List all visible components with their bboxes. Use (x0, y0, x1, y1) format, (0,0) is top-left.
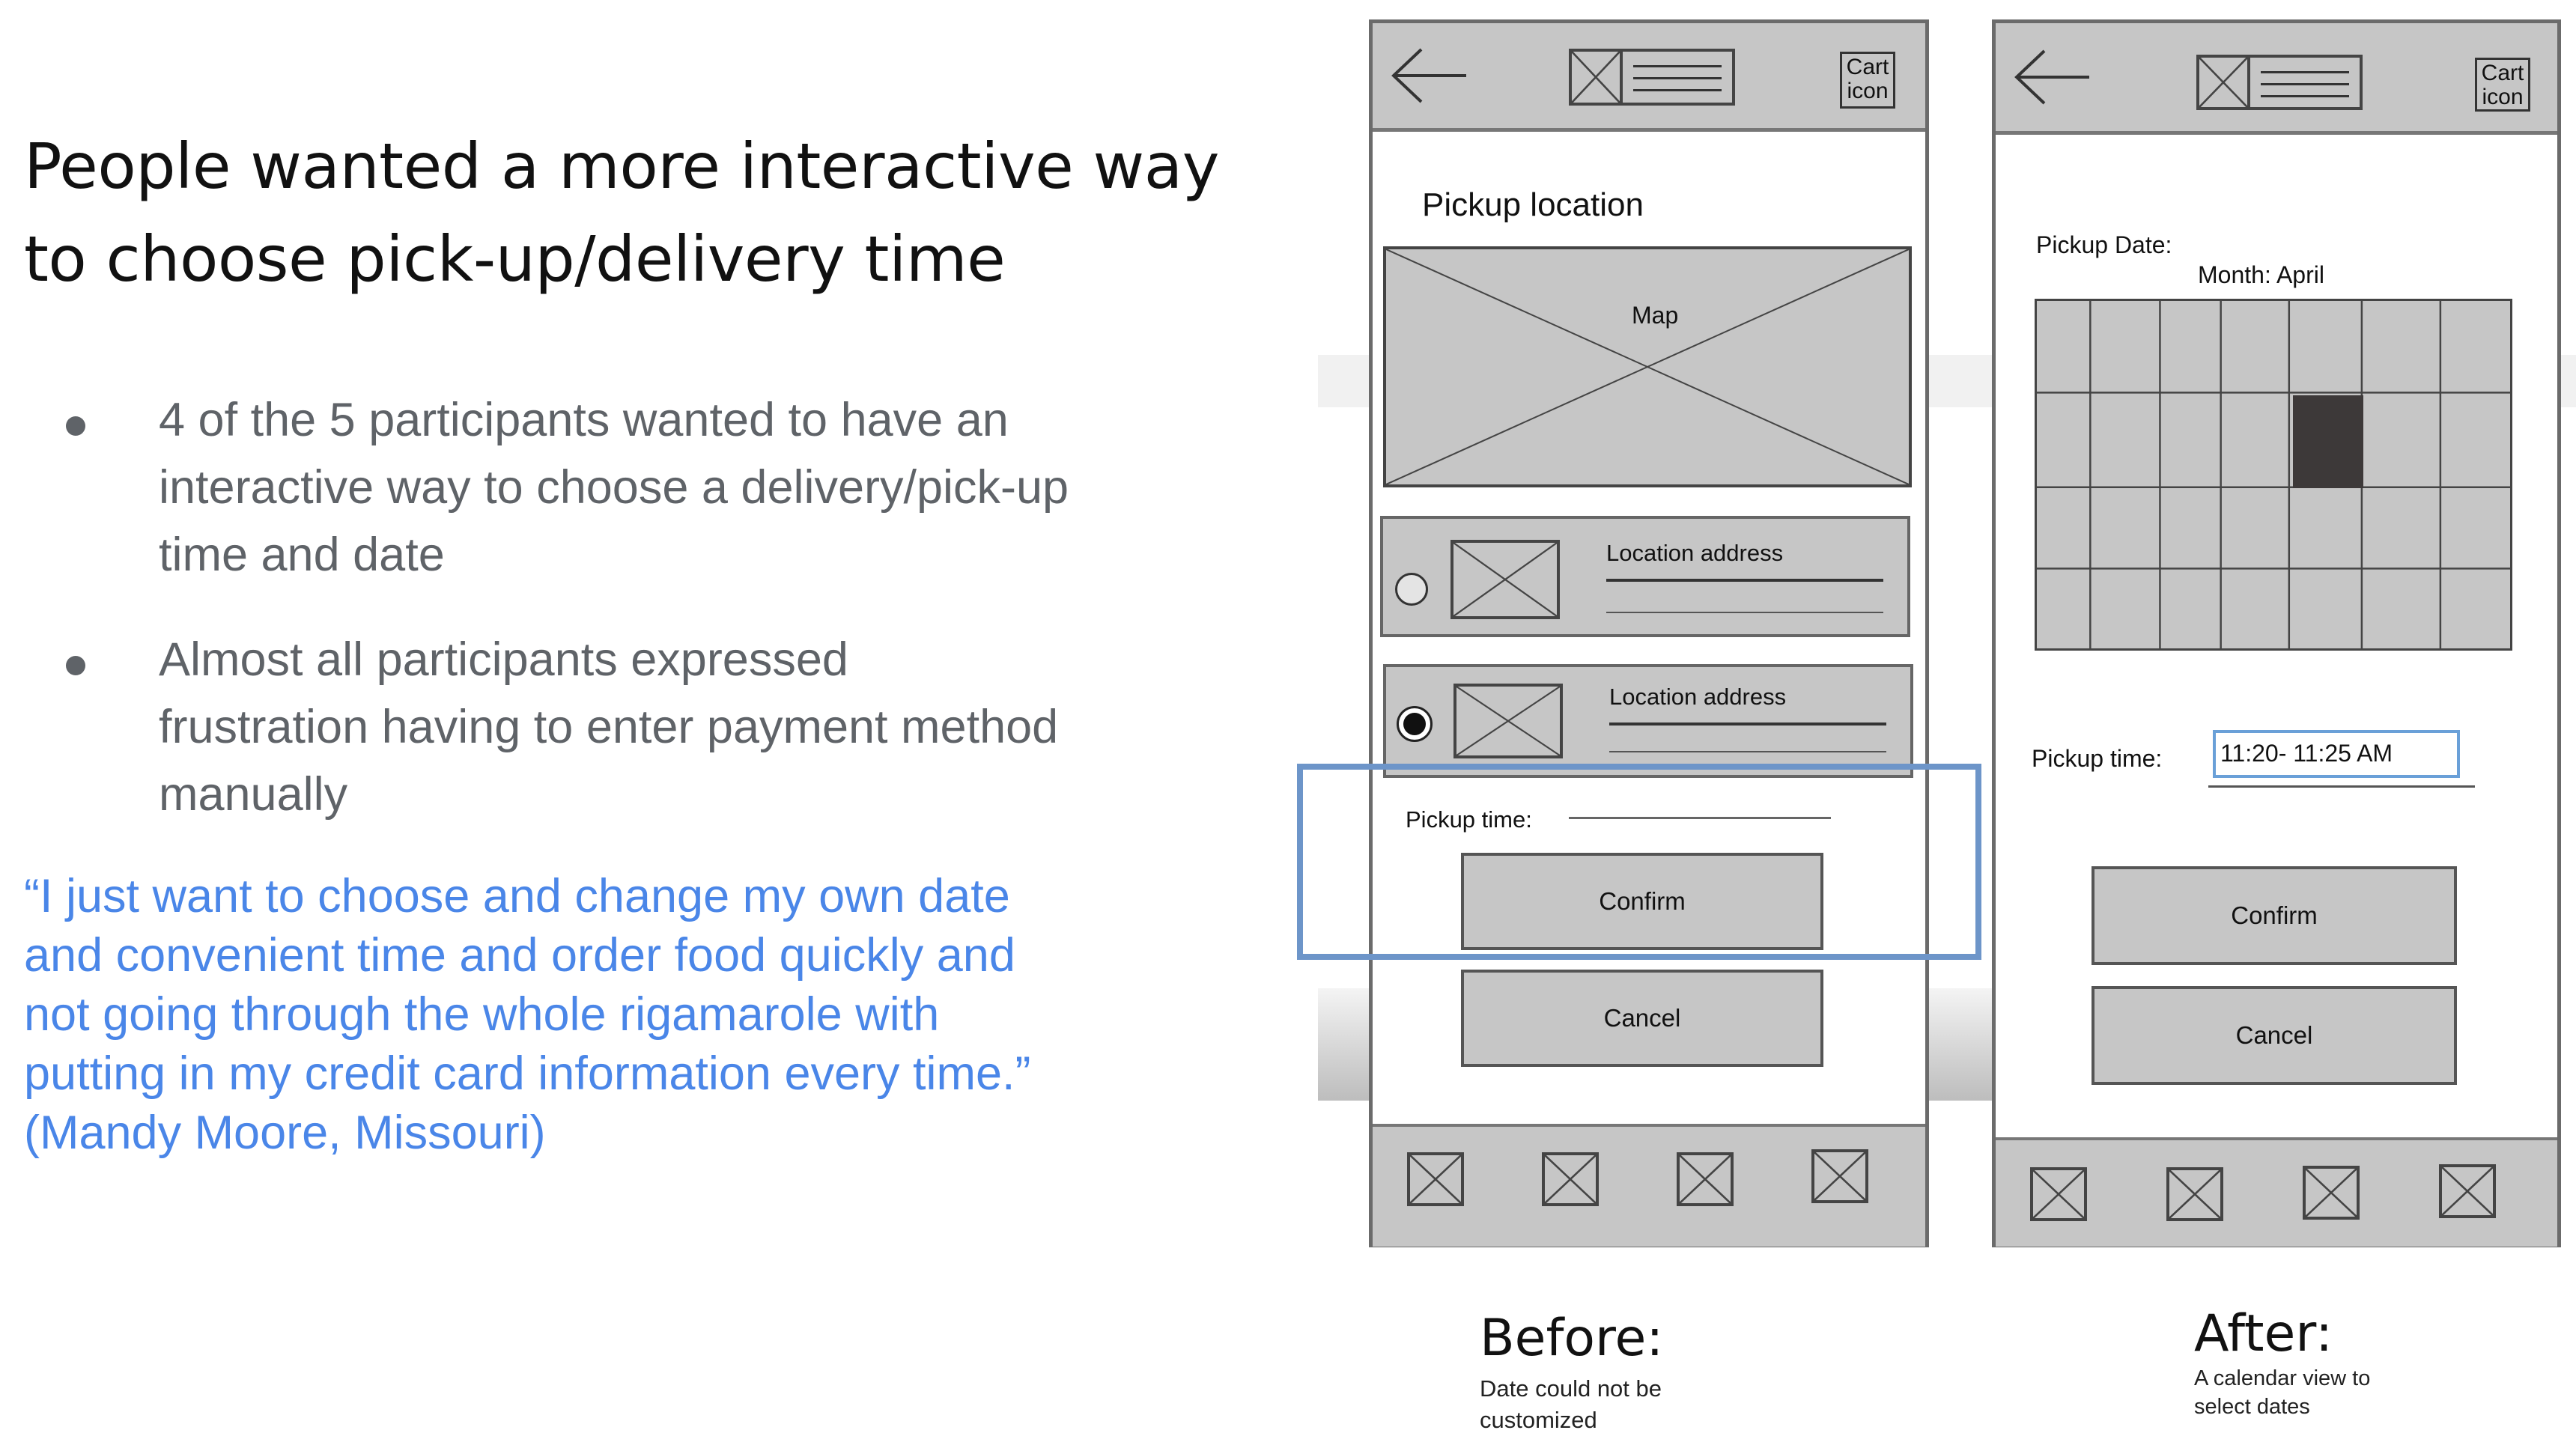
pickup-time-input[interactable]: 11:20- 11:25 AM (2213, 730, 2460, 778)
cart-icon[interactable]: Cart icon (2475, 58, 2530, 112)
location-image-icon (1453, 684, 1563, 758)
cart-label: icon (2482, 85, 2524, 109)
slide-headline: People wanted a more interactive way to … (24, 130, 1219, 296)
location-address-label: Location address (1609, 684, 1787, 710)
nav-placeholder-icon[interactable] (1811, 1149, 1868, 1203)
pickup-time-line (1569, 817, 1831, 819)
map-label: Map (1632, 302, 1679, 329)
cart-icon[interactable]: Cart icon (1840, 52, 1895, 109)
radio-unselected-icon[interactable] (1395, 573, 1428, 606)
findings-list: 4 of the 5 participants wanted to have a… (60, 386, 1071, 866)
nav-placeholder-icon[interactable] (2439, 1164, 2496, 1218)
finding-text: 4 of the 5 participants wanted to have a… (159, 394, 1069, 581)
cart-label: Cart (1846, 55, 1889, 79)
nav-placeholder-icon[interactable] (1407, 1152, 1464, 1206)
top-app-bar: Cart icon (1996, 23, 2557, 135)
before-caption-title: Before: (1480, 1309, 1664, 1368)
nav-placeholder-icon[interactable] (2166, 1167, 2223, 1221)
pickup-time-label: Pickup time: (2032, 745, 2163, 772)
pickup-time-label: Pickup time: (1406, 806, 1532, 833)
pickup-location-title: Pickup location (1422, 186, 1644, 223)
location-image-icon (1450, 540, 1560, 619)
participant-quote: “I just want to choose and change my own… (24, 870, 1031, 1159)
nav-placeholder-icon[interactable] (1542, 1152, 1599, 1206)
top-app-bar: Cart icon (1373, 23, 1925, 132)
highlight-box (1297, 764, 1981, 960)
after-wireframe: Cart icon Pickup Date: Month: April Pick… (1992, 19, 2561, 1247)
bullet-dot-icon (66, 416, 85, 436)
cancel-button[interactable]: Cancel (2092, 986, 2457, 1085)
back-arrow-icon[interactable] (2011, 47, 2093, 107)
location-option-1[interactable]: Location address (1380, 516, 1910, 637)
location-address-label: Location address (1606, 540, 1784, 566)
cart-label: icon (1847, 79, 1889, 103)
menu-lines-icon[interactable] (2250, 55, 2363, 110)
finding-item: Almost all participants expressed frustr… (60, 626, 1071, 828)
month-label: Month: April (2198, 261, 2324, 288)
pickup-date-label: Pickup Date: (2036, 231, 2172, 258)
logo-placeholder-icon (1569, 49, 1623, 106)
selected-day-cell[interactable] (2293, 395, 2363, 488)
cancel-button[interactable]: Cancel (1461, 970, 1823, 1067)
logo-placeholder-icon (2196, 55, 2250, 110)
bottom-nav-bar (1996, 1137, 2557, 1247)
calendar-grid[interactable] (2035, 299, 2512, 651)
nav-placeholder-icon[interactable] (2030, 1167, 2087, 1221)
confirm-button[interactable]: Confirm (2092, 866, 2457, 965)
finding-text: Almost all participants expressed frustr… (159, 633, 1059, 821)
back-arrow-icon[interactable] (1388, 46, 1470, 106)
bullet-dot-icon (66, 656, 85, 675)
before-caption-text: Date could not be customized (1480, 1375, 1662, 1433)
nav-placeholder-icon[interactable] (1677, 1152, 1734, 1206)
radio-selected-icon[interactable] (1397, 706, 1433, 742)
bottom-nav-bar (1373, 1124, 1925, 1247)
map-placeholder[interactable]: Map (1383, 246, 1912, 487)
after-caption-title: After: (2194, 1304, 2333, 1363)
confirm-button[interactable]: Confirm (1461, 853, 1823, 950)
nav-placeholder-icon[interactable] (2303, 1166, 2360, 1220)
menu-lines-icon[interactable] (1623, 49, 1735, 106)
after-caption-text: A calendar view to select dates (2194, 1366, 2371, 1419)
cart-label: Cart (2481, 61, 2524, 85)
location-option-2[interactable]: Location address (1383, 664, 1913, 778)
finding-item: 4 of the 5 participants wanted to have a… (60, 386, 1071, 588)
before-wireframe: Cart icon Pickup location Map Location a… (1369, 19, 1929, 1247)
calendar-grid-lines (2037, 301, 2510, 648)
pickup-time-underline (2208, 785, 2475, 788)
